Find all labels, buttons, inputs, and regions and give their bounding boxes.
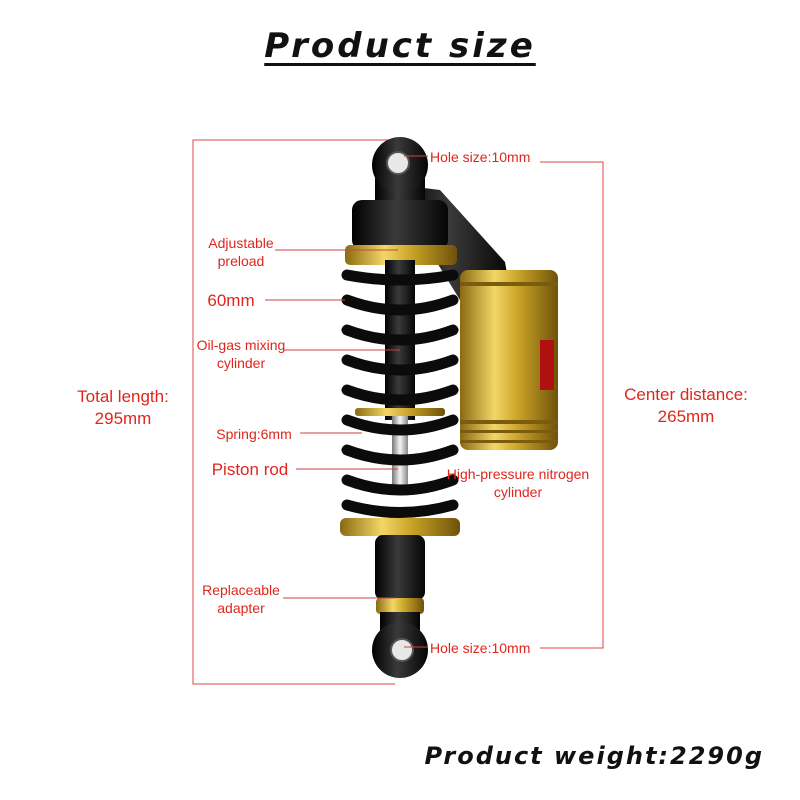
nitrogen-line2: cylinder <box>493 484 543 500</box>
center-distance-line2: 265mm <box>657 407 715 426</box>
adapter-line1: Replaceable <box>202 582 280 598</box>
adapter-ring <box>376 598 424 614</box>
piston-rod-label: Piston rod <box>211 460 289 479</box>
product-weight: Product weight:2290g <box>424 742 764 770</box>
adjustable-preload-line1: Adjustable <box>208 235 274 251</box>
coil-spring <box>341 269 459 518</box>
lower-body <box>375 535 425 600</box>
center-distance-label: Center distance: 265mm <box>604 384 768 428</box>
replaceable-adapter-label: Replaceable adapter <box>196 581 286 617</box>
total-length-label: Total length: 295mm <box>50 386 196 430</box>
nitrogen-cylinder-label: High-pressure nitrogen cylinder <box>430 465 606 501</box>
total-length-bracket <box>192 139 395 685</box>
oil-gas-line2: cylinder <box>216 355 266 371</box>
adjustable-preload-line2: preload <box>217 253 265 269</box>
nitrogen-line1: High-pressure nitrogen <box>446 466 590 482</box>
oil-gas-cylinder-label: Oil-gas mixing cylinder <box>196 336 286 372</box>
adjustable-preload-label: Adjustable preload <box>196 234 286 270</box>
leader-lines <box>265 155 428 648</box>
center-distance-line1: Center distance: <box>624 385 748 404</box>
total-length-line2: 295mm <box>94 409 152 428</box>
hole-size-bottom-label: Hole size:10mm <box>430 640 531 656</box>
center-distance-bracket <box>540 161 604 649</box>
spring-label: Spring:6mm <box>216 426 292 442</box>
adapter-line2: adapter <box>217 600 265 616</box>
page-title: Product size <box>0 26 800 66</box>
nitrogen-reservoir <box>460 270 558 450</box>
oil-gas-line1: Oil-gas mixing <box>196 337 286 353</box>
shock-body <box>352 200 448 250</box>
hole-size-top-label: Hole size:10mm <box>430 149 531 165</box>
page-title-text: Product size <box>264 26 536 66</box>
bottom-mount-eye <box>372 612 428 678</box>
diameter-label: 60mm <box>207 291 255 310</box>
lower-retainer <box>340 518 460 536</box>
total-length-line1: Total length: <box>77 387 169 406</box>
